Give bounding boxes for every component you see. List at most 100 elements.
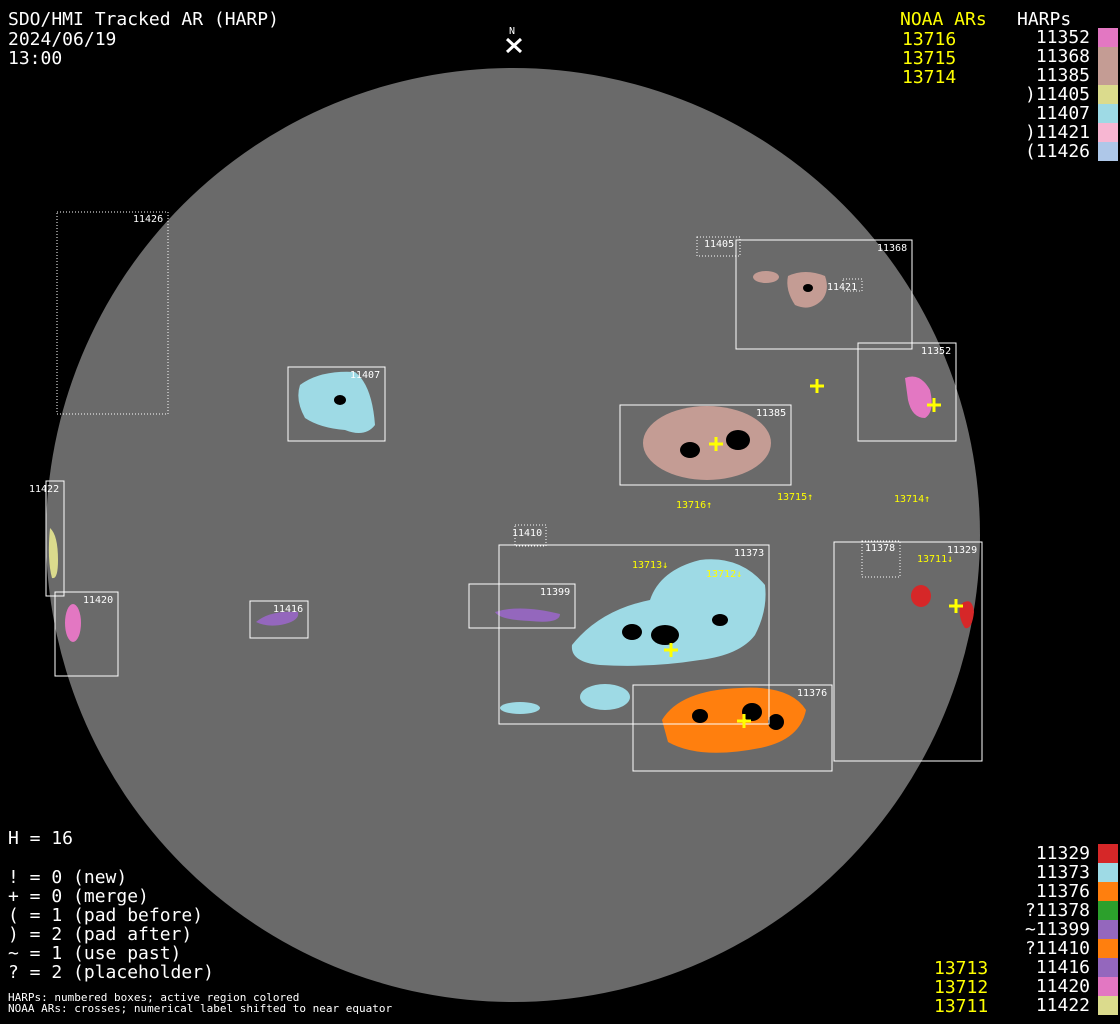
harp-color-swatch [1098,123,1118,142]
harp-box-11376 [632,684,833,772]
harp-legend-item: )11421 [1024,122,1090,143]
harp-color-swatch [1098,844,1118,863]
harp-color-swatch [1098,958,1118,977]
region-11352 [905,376,932,418]
page-title: SDO/HMI Tracked AR (HARP) [8,9,279,30]
harp-box-11405 [696,236,741,257]
region-11416 [256,611,299,626]
harp-color-swatch [1098,28,1118,47]
stat-line: ? = 2 (placeholder) [8,962,214,983]
note: NOAA ARs: crosses; numerical label shift… [8,1002,393,1015]
noaa-cross-icon [709,437,723,451]
harp-legend-item: 11376 [1035,881,1090,902]
region-11385 [643,406,771,480]
harp-legend-item: 11422 [1035,995,1090,1016]
region-11368a [753,271,779,283]
harp-color-swatch [1098,142,1118,161]
harp-label: 11329 [947,545,977,556]
harp-box-11421 [842,278,863,292]
harp-box-11399 [468,583,576,629]
harp-label: 11399 [540,587,570,598]
harp-legend-item: ~11399 [1024,919,1090,940]
stat-line: + = 0 (merge) [8,886,149,907]
harp-label: 11422 [29,484,59,495]
harp-box-11378 [861,540,901,578]
noaa-label: 13714↑ [894,494,930,505]
north-label: N [509,26,515,37]
noaa-crosses [664,379,963,728]
region-11420 [65,604,81,642]
harp-color-swatch [1098,882,1118,901]
stat-line: ! = 0 (new) [8,867,128,888]
region-11373b [580,684,630,710]
harp-box-11368 [735,239,913,350]
region-11399 [495,608,560,622]
noaa-item: 13712 [934,977,989,998]
harp-color-swatch [1098,863,1118,882]
harp-legend-item: ?11378 [1024,900,1090,921]
harp-label: 11368 [877,243,907,254]
harp-color-swatch [1098,920,1118,939]
harp-label: 11376 [797,688,827,699]
harp-box-11407 [287,366,386,442]
time: 13:00 [8,48,63,69]
solar-disk [46,68,980,1002]
harp-color-swatch [1098,939,1118,958]
region-11329b [959,601,974,629]
noaa-label: 13712↓ [706,569,742,580]
noaa-label: 13711↓ [917,554,953,565]
noaa-cross-icon [927,398,941,412]
harp-legend-item: 11416 [1035,957,1090,978]
harp-box-11352 [857,342,957,442]
harp-legend-item: 11329 [1035,843,1090,864]
harp-label: 11421 [827,282,857,293]
harp-legend-item: (11426 [1024,141,1090,162]
harp-legend-item: )11405 [1024,84,1090,105]
harp-box-11426 [56,211,169,415]
harp-box-11329 [833,541,983,762]
north-marker-icon [505,37,523,54]
harp-legend-item: 11373 [1035,862,1090,883]
harp-box-11385 [619,404,792,486]
harp-box-11410 [514,524,547,547]
noaa-item: 13714 [902,67,957,88]
active-regions [48,271,974,753]
harp-color-swatch [1098,996,1118,1015]
noaa-label: 13715↑ [777,492,813,503]
region-11329a [911,585,931,607]
harp-legend-item: 11385 [1035,65,1090,86]
harp-legend-item: 11407 [1035,103,1090,124]
harp-boxes [45,211,983,772]
harp-legend-item: 11420 [1035,976,1090,997]
noaa-item: 13711 [934,996,989,1017]
noaa-cross-icon [664,643,678,657]
harp-color-swatch [1098,977,1118,996]
region-11373 [571,559,766,666]
harp-label: 11426 [133,214,163,225]
harp-legend-item: 11352 [1035,27,1090,48]
note: HARPs: numbered boxes; active region col… [8,991,300,1004]
noaa-item: 13716 [902,29,957,50]
noaa-label: 13713↓ [632,560,668,571]
region-11376 [662,687,806,753]
harp-color-swatch [1098,901,1118,920]
region-11373c [500,702,540,714]
harp-box-11416 [249,600,309,639]
harp-label: 11352 [921,346,951,357]
harp-label: 11378 [865,543,895,554]
harp-color-swatch [1098,104,1118,123]
harp-label: 11416 [273,604,303,615]
harp-color-swatch [1098,47,1118,66]
harps-header: HARPs [1017,9,1072,30]
date: 2024/06/19 [8,29,117,50]
harp-label: 11410 [512,528,542,539]
harp-label: 11405 [704,239,734,250]
stat-line: ( = 1 (pad before) [8,905,204,926]
harp-legend-item: ?11410 [1024,938,1090,959]
noaa-cross-icon [737,714,751,728]
noaa-label: 13716↑ [676,500,712,511]
harp-count: H = 16 [8,828,74,849]
noaa-item: 13715 [902,48,957,69]
harp-legend-item: 11368 [1035,46,1090,67]
